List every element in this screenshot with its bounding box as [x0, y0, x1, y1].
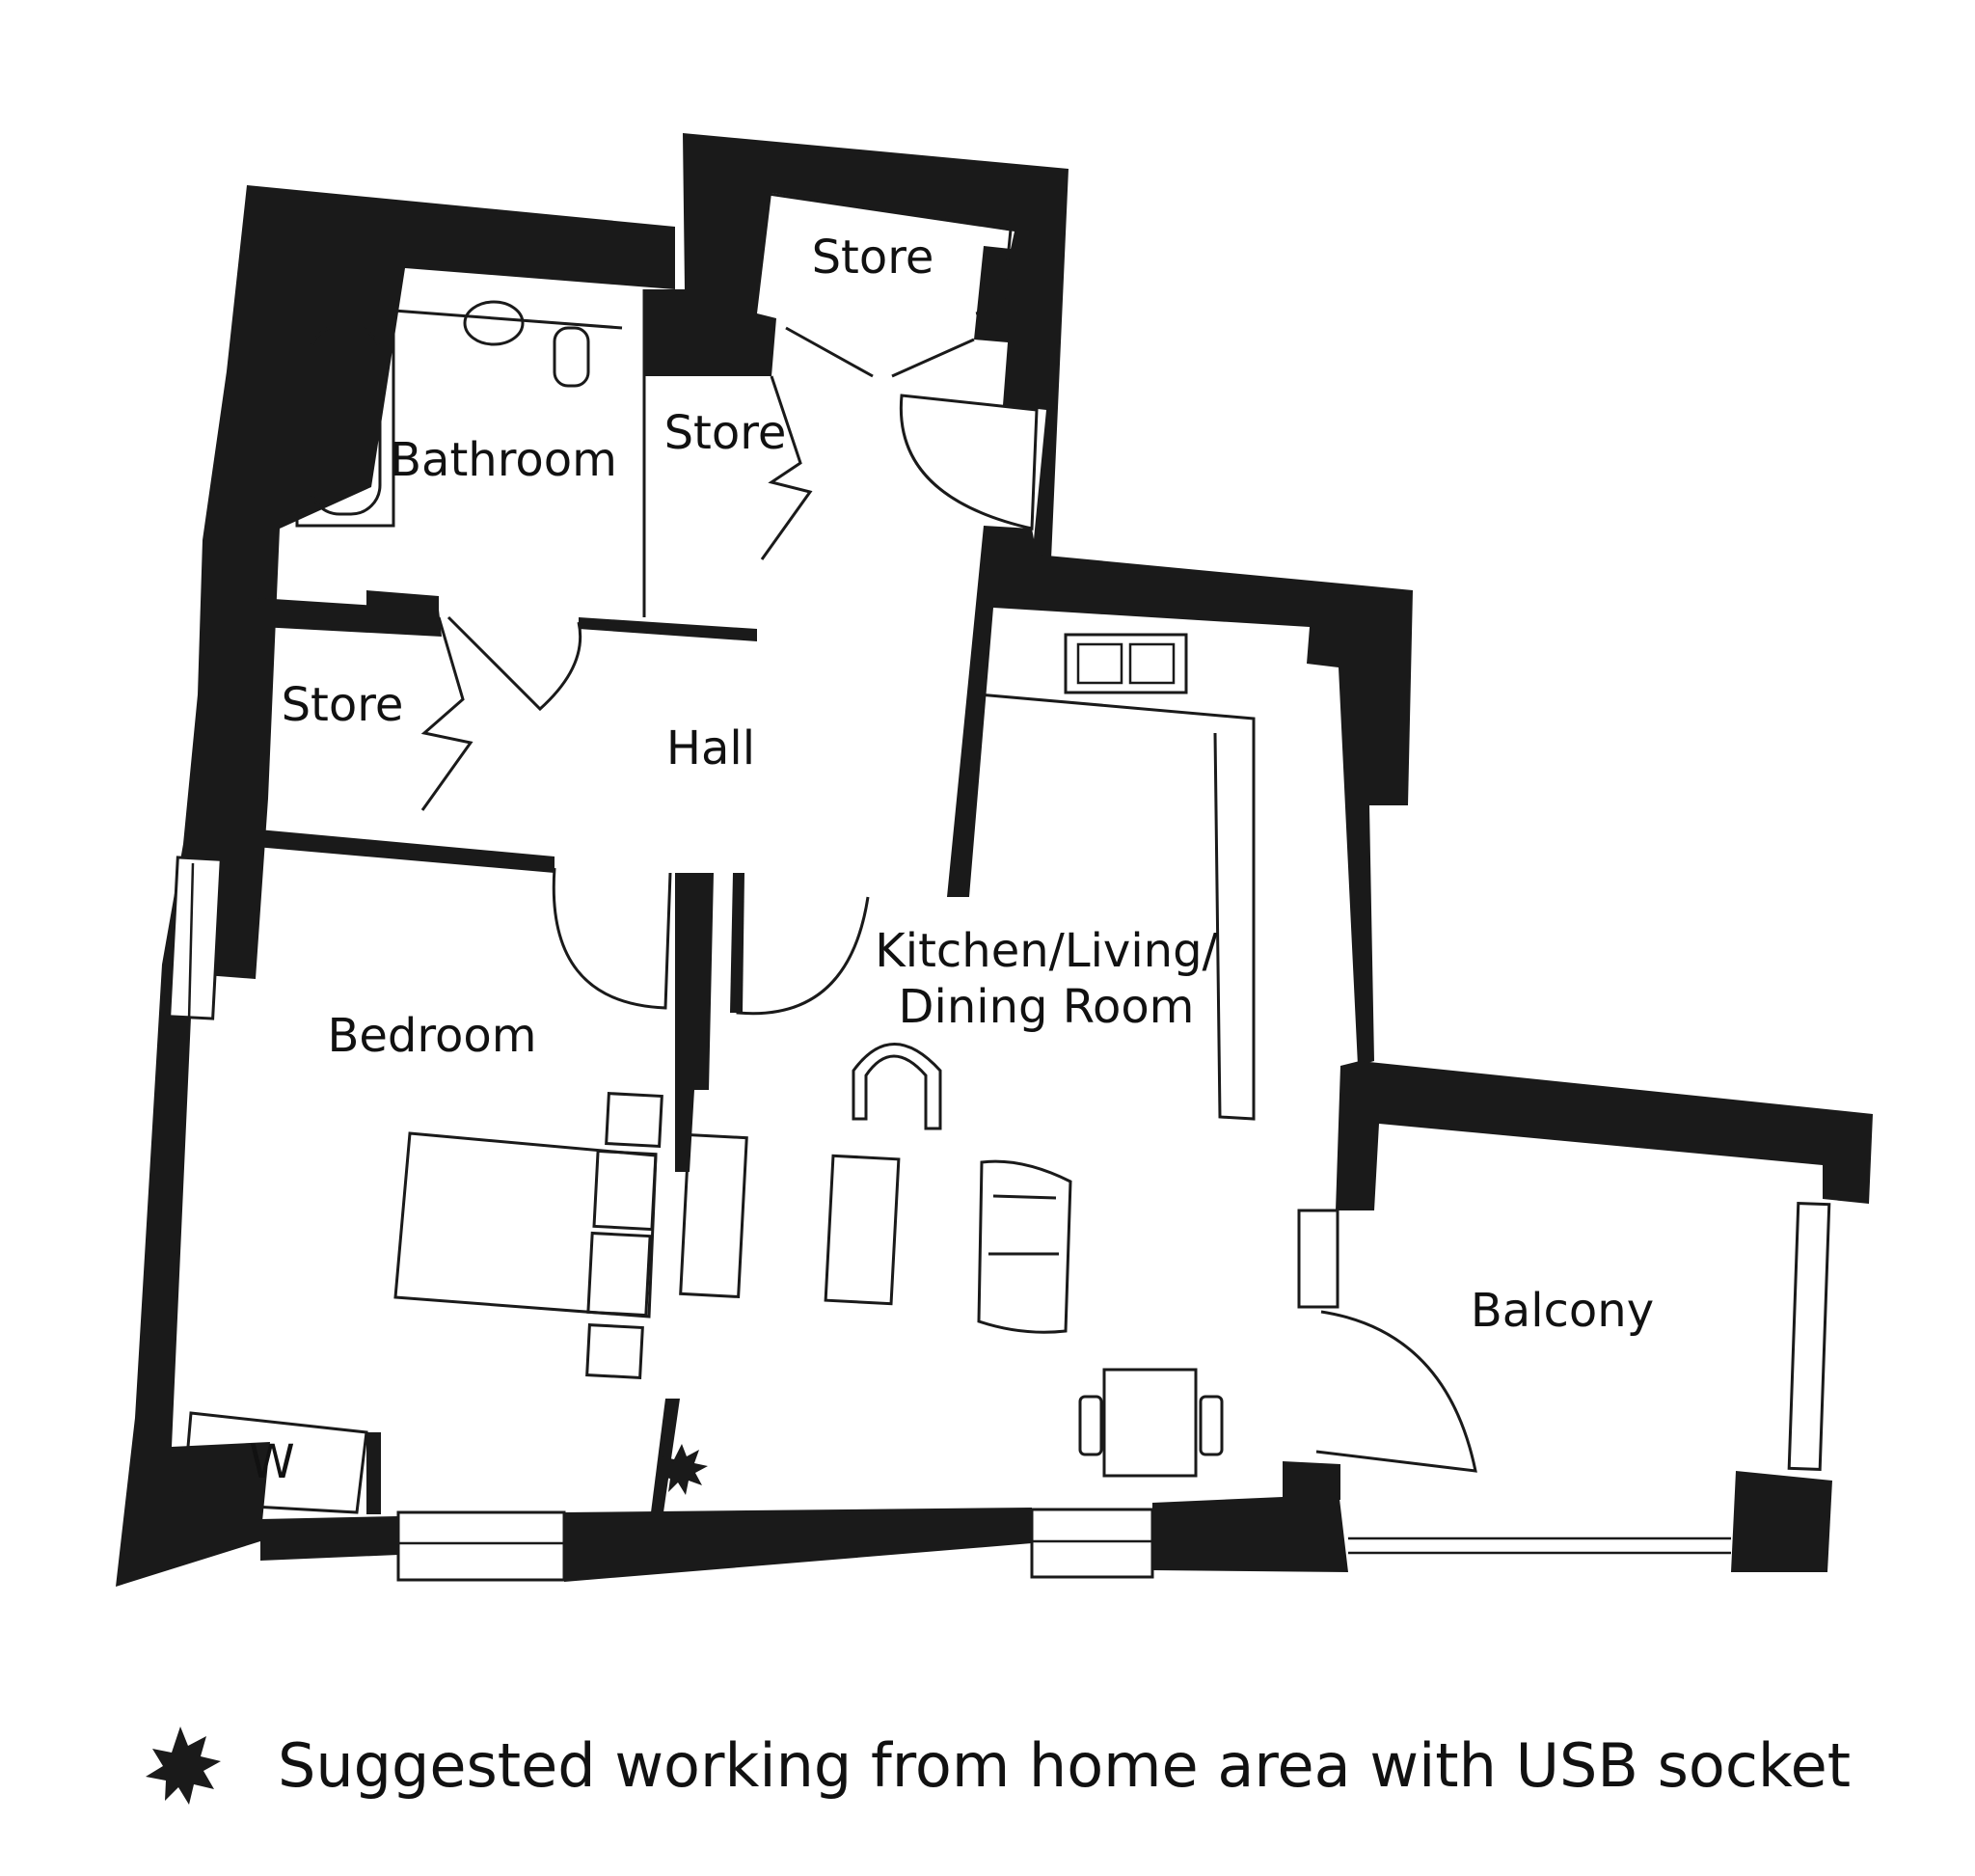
door-store-middle	[760, 375, 813, 560]
star-burst-icon	[146, 1726, 221, 1805]
toilet-icon	[553, 326, 590, 388]
sofa-icon	[977, 1159, 1072, 1334]
wall-kitchen-east	[1336, 1061, 1873, 1210]
bedside-table-top	[605, 1092, 663, 1149]
legend-text: Suggested working from home area with US…	[278, 1730, 1851, 1801]
label-store-middle: Store	[664, 406, 787, 460]
label-bathroom: Bathroom	[390, 433, 617, 487]
outer-wall-north	[644, 133, 1069, 559]
door-living	[736, 879, 870, 1016]
basin-icon	[463, 300, 525, 346]
label-wardrobe: W	[249, 1435, 294, 1489]
wardrobe-outline	[181, 1411, 368, 1514]
wall-wardrobe	[366, 1432, 381, 1514]
label-store-top: Store	[812, 231, 934, 285]
dining-table	[1102, 1368, 1198, 1478]
bed-icon	[393, 1131, 658, 1319]
window-balcony-east	[1787, 1201, 1831, 1472]
door-main-entrance	[899, 394, 1039, 530]
coffee-table	[824, 1154, 901, 1306]
label-store-left: Store	[282, 678, 404, 732]
kitchen-counter	[978, 693, 1256, 1121]
window-bedroom-south	[396, 1510, 566, 1582]
wall-hall-bedroom	[256, 829, 555, 873]
pillow-bottom	[586, 1231, 652, 1318]
door-bedroom	[552, 867, 672, 1010]
bedside-table-bottom	[585, 1323, 644, 1380]
wall-store-left	[258, 598, 442, 637]
dining-chair-right	[1199, 1395, 1224, 1456]
dining-chair-left	[1078, 1395, 1103, 1456]
outer-wall-west	[116, 185, 675, 1587]
door-store-top	[785, 326, 975, 378]
balcony-corner	[1731, 1471, 1832, 1572]
interior-lines	[168, 191, 1831, 1582]
wall-bathroom-hall	[579, 617, 757, 641]
wall-bedroom-living-lower	[651, 1399, 680, 1512]
label-kitchen-line1: Kitchen/Living/	[875, 924, 1218, 978]
window-living-south	[1030, 1508, 1154, 1579]
label-bedroom: Bedroom	[327, 1009, 536, 1063]
walls	[116, 133, 1873, 1587]
room-labels: Store Store Bathroom Store Hall Kitchen/…	[249, 231, 1654, 1489]
wall-bedroom-living	[675, 873, 714, 1172]
bathtub-inner	[309, 324, 382, 516]
sideboard	[679, 1132, 748, 1299]
door-store-left	[420, 616, 473, 811]
pillow-top	[592, 1149, 658, 1232]
label-kitchen-line2: Dining Room	[899, 980, 1195, 1034]
wall-hall-east	[947, 526, 1413, 1066]
outer-wall-south	[260, 1516, 398, 1561]
star-burst-icon	[657, 1444, 708, 1495]
kitchen-sink-icon	[1064, 633, 1188, 694]
door-balcony	[1315, 1310, 1477, 1473]
legend: Suggested working from home area with US…	[146, 1726, 1851, 1805]
label-balcony: Balcony	[1471, 1284, 1654, 1338]
door-bathroom	[446, 615, 582, 712]
wall-right-bottom	[1283, 1461, 1340, 1500]
window-bedroom-west	[168, 856, 223, 1020]
outer-wall-south-mid	[564, 1508, 1032, 1582]
armchair-icon	[852, 1043, 942, 1130]
window-kitchen-east	[1297, 1209, 1339, 1309]
bathtub-outline	[295, 302, 395, 528]
label-hall: Hall	[666, 721, 755, 775]
